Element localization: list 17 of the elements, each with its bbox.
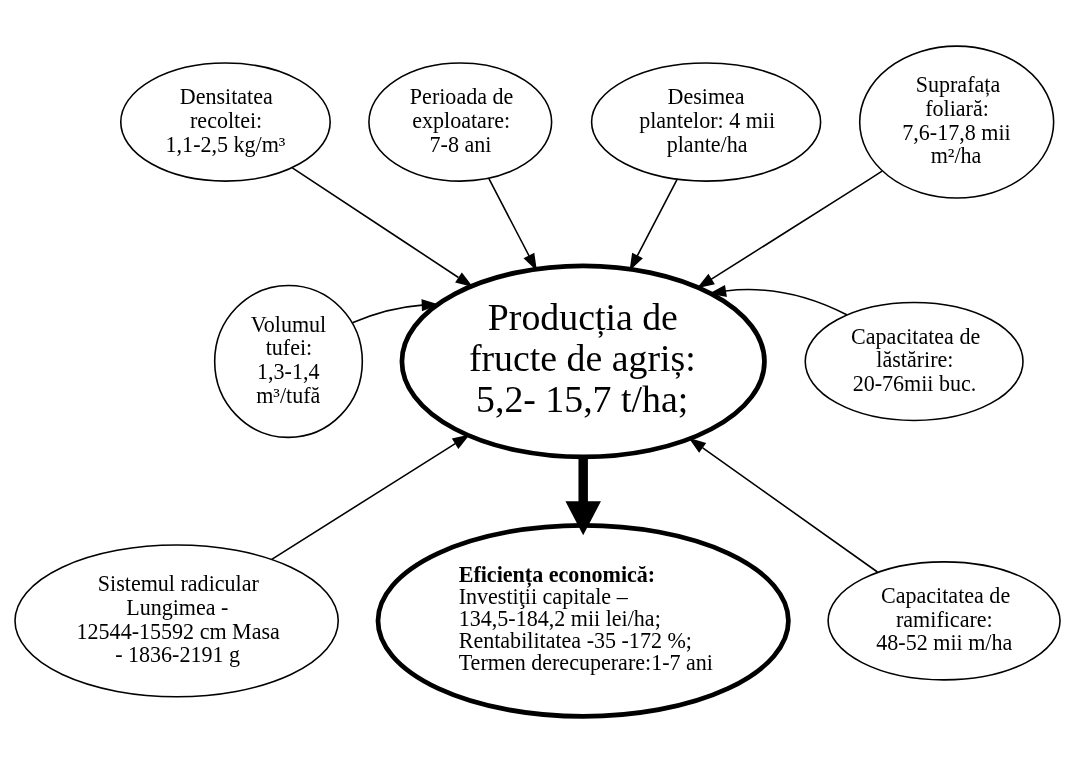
arrow — [696, 169, 883, 288]
arrow — [688, 437, 879, 573]
node-ellipse: Suprafața foliară: 7,6-17,8 mii m²/ha — [858, 44, 1055, 199]
arrow — [488, 177, 537, 271]
node-ellipse: Capacitatea de lăstărire: 20-76mii buc. — [804, 301, 1024, 421]
arrow — [629, 178, 678, 271]
node-ellipse: Desimea plantelor: 4 mii plante/ha — [590, 61, 822, 182]
node-ellipse: Perioada de exploatare: 7-8 ani — [368, 61, 553, 182]
node-ellipse: Sistemul radicular Lungimea - 12544-15592 cm Masa - 1836-2191 g — [14, 543, 340, 698]
node-ellipse: Producția de fructe de agriș: 5,2- 15,7 t/ha; — [399, 263, 767, 459]
node-circle: Volumul tufei: 1,3-1,4 m³/tufă — [213, 284, 364, 438]
arrow — [291, 166, 473, 287]
node-ellipse: Densitatea recoltei: 1,1-2,5 kg/m³ — [119, 61, 331, 182]
arrow — [270, 434, 470, 560]
node-ellipse: Eficiența economică: Investiţii capitale – 134,5-184,2 mii lei/ha; Rentabilitatea -35 -172 %; Termen derecuperare:1-7 ani — [375, 522, 791, 719]
node-ellipse: Capacitatea de ramificare: 48-52 mii m/ha — [827, 560, 1061, 681]
arrow — [565, 457, 601, 535]
